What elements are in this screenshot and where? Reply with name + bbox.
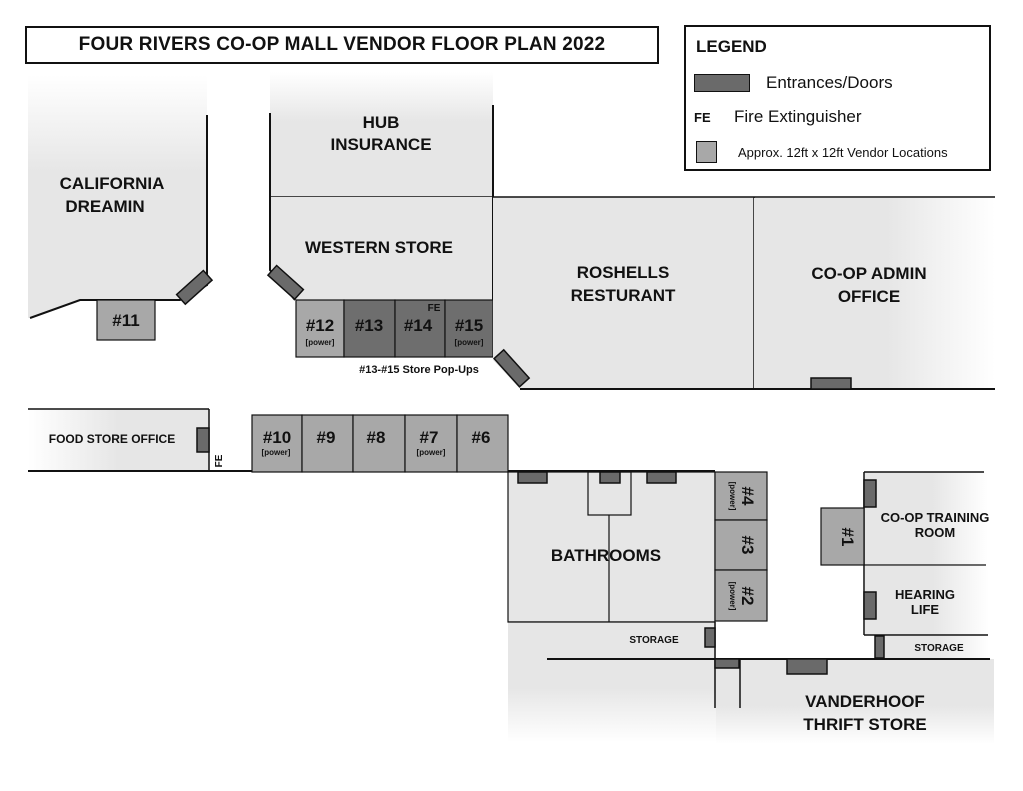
store-western[interactable]: WESTERN STORE (266, 197, 494, 355)
legend-row-doors: Entrances/Doors (694, 73, 893, 93)
roshells-label-line2: RESTURANT (571, 286, 676, 305)
storage-door[interactable] (704, 627, 716, 648)
legend-fe-label: Fire Extinguisher (734, 107, 862, 126)
room-bathrooms[interactable]: BATHROOMS (507, 471, 716, 623)
hub-label-line2: INSURANCE (330, 135, 431, 154)
vendor-10-power: [power] (262, 448, 291, 457)
vendor-14[interactable]: #14 FE (394, 299, 446, 358)
training-door[interactable] (863, 479, 877, 508)
thrift-side-door[interactable] (714, 658, 740, 669)
vendor-6-label: #6 (472, 428, 491, 447)
admin-label-line1: CO-OP ADMIN (811, 264, 926, 283)
door-swatch (694, 74, 750, 92)
vendor-4-power: [power] (728, 482, 737, 511)
room-storage-right[interactable]: STORAGE (874, 635, 989, 659)
storage-left-label: STORAGE (629, 635, 679, 646)
california-door[interactable] (175, 269, 214, 306)
legend: LEGEND Entrances/Doors FE Fire Extinguis… (684, 25, 991, 171)
bathrooms-label: BATHROOMS (551, 546, 661, 565)
vendor-7-power: [power] (417, 448, 446, 457)
store-coop-admin-office[interactable]: CO-OP ADMIN OFFICE (754, 198, 995, 390)
store-california-dreamin[interactable]: CALIFORNIA DREAMIN (28, 75, 214, 319)
vendor-2[interactable]: #2 [power] (714, 569, 768, 622)
hearing-door[interactable] (863, 591, 877, 620)
store-food-store-office[interactable]: FOOD STORE OFFICE FE (28, 408, 225, 471)
map-title-box: FOUR RIVERS CO-OP MALL VENDOR FLOOR PLAN… (25, 26, 659, 64)
california-label-line1: CALIFORNIA (60, 174, 165, 193)
storage-right-label: STORAGE (914, 643, 964, 654)
vendor-4-label: #4 (738, 487, 757, 506)
western-door[interactable] (266, 264, 305, 301)
vendor-11[interactable]: #11 (96, 299, 156, 341)
food-store-label: FOOD STORE OFFICE (49, 432, 175, 446)
store-hub-insurance[interactable]: HUB INSURANCE (269, 72, 494, 198)
room-coop-training[interactable]: CO-OP TRAINING ROOM (863, 471, 990, 635)
popups-note: #13-#15 Store Pop-Ups (359, 364, 479, 376)
california-label-line2: DREAMIN (65, 197, 144, 216)
thrift-label-line2: THRIFT STORE (803, 715, 926, 734)
vendor-12-power: [power] (306, 338, 335, 347)
vendor-3-label: #3 (738, 536, 757, 555)
store-hearing-life[interactable]: HEARING LIFE (863, 566, 989, 636)
vendor-9-label: #9 (317, 428, 336, 447)
map-title: FOUR RIVERS CO-OP MALL VENDOR FLOOR PLAN… (78, 34, 606, 55)
hearing-label-line2: LIFE (911, 602, 939, 617)
vendor-15-power: [power] (455, 338, 484, 347)
vendor-7-label: #7 (420, 428, 439, 447)
vendor-15[interactable]: #15 [power] (444, 299, 494, 358)
legend-heading: LEGEND (696, 37, 767, 56)
vendor-8[interactable]: #8 (352, 414, 406, 473)
thrift-label-line1: VANDERHOOF (805, 692, 925, 711)
vendor-14-label: #14 (404, 316, 433, 335)
bathroom-door[interactable] (599, 471, 621, 484)
bathroom-door[interactable] (646, 471, 677, 484)
vendor-4[interactable]: #4 [power] (714, 471, 768, 521)
fire-extinguisher-marker: FE (214, 454, 225, 467)
store-vanderhoof-thrift[interactable]: STORAGE VANDERHOOF THRIFT STORE (508, 621, 994, 744)
storage-right-door[interactable] (874, 635, 885, 659)
store-roshells[interactable]: ROSHELLS RESTURANT (493, 196, 995, 390)
fire-extinguisher-symbol: FE (694, 109, 711, 125)
training-label-line1: CO-OP TRAINING (881, 510, 990, 525)
hub-label-line1: HUB (363, 113, 400, 132)
vendor-3[interactable]: #3 (714, 519, 768, 571)
vendor-12[interactable]: #12 [power] (295, 299, 345, 358)
legend-doors-label: Entrances/Doors (766, 73, 893, 92)
vendor-9[interactable]: #9 (301, 414, 354, 473)
vendor-8-label: #8 (367, 428, 386, 447)
western-label: WESTERN STORE (305, 238, 453, 257)
vendor-10[interactable]: #10 [power] (251, 414, 303, 473)
vendor-12-label: #12 (306, 316, 334, 335)
admin-door[interactable] (810, 377, 852, 390)
roshells-door[interactable] (493, 348, 531, 388)
vendor-13-label: #13 (355, 316, 383, 335)
vendor-2-label: #2 (738, 587, 757, 606)
legend-vendor-label: Approx. 12ft x 12ft Vendor Locations (738, 144, 948, 160)
vendor-6[interactable]: #6 (456, 414, 509, 473)
vendor-swatch (696, 141, 717, 163)
roshells-label-line1: ROSHELLS (577, 263, 670, 282)
food-store-door[interactable] (196, 427, 210, 453)
hearing-label-line1: HEARING (895, 587, 955, 602)
fire-extinguisher-marker: FE (428, 303, 441, 314)
admin-label-line2: OFFICE (838, 287, 900, 306)
bathroom-door[interactable] (517, 471, 548, 484)
vendor-2-power: [power] (728, 582, 737, 611)
vendor-15-label: #15 (455, 316, 483, 335)
legend-row-fe: FE Fire Extinguisher (694, 107, 862, 127)
vendor-1-label: #1 (838, 528, 857, 547)
vendor-11-label: #11 (112, 311, 139, 330)
training-label-line2: ROOM (915, 525, 955, 540)
thrift-door[interactable] (786, 658, 828, 675)
vendor-13[interactable]: #13 (343, 299, 396, 358)
vendor-1[interactable]: #1 (820, 507, 865, 566)
legend-row-vendor: Approx. 12ft x 12ft Vendor Locations (694, 141, 948, 163)
vendor-7[interactable]: #7 [power] (404, 414, 458, 473)
vendor-10-label: #10 (263, 428, 291, 447)
